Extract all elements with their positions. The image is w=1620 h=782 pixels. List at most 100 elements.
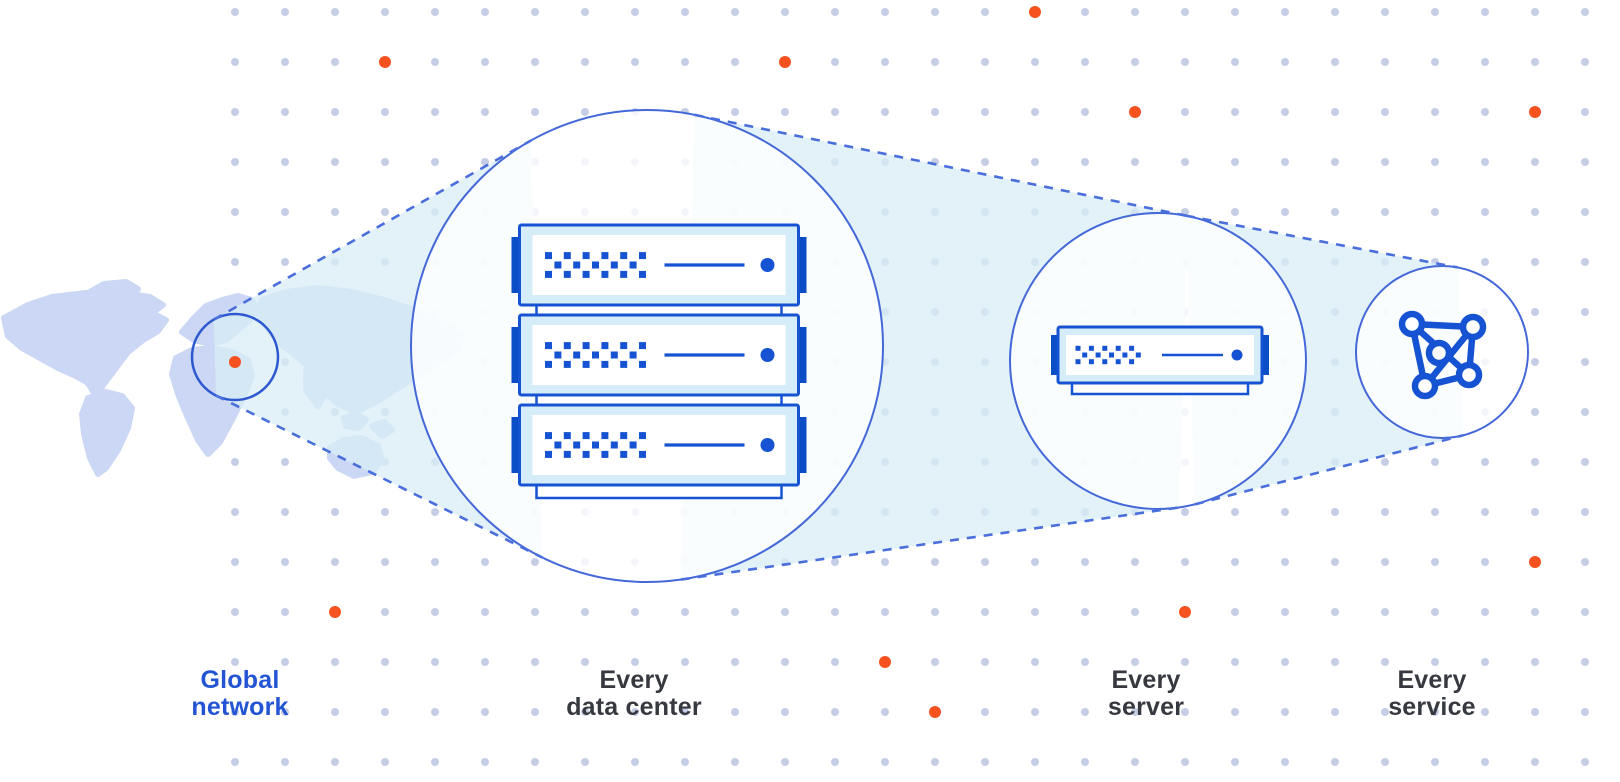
panel-pixel — [554, 441, 562, 449]
server-ear-right — [795, 237, 807, 293]
led-dot — [760, 438, 775, 452]
grid-dot — [1431, 158, 1439, 166]
grid-dot — [231, 708, 239, 716]
grid-dot — [1431, 108, 1439, 116]
grid-dot — [1131, 608, 1139, 616]
orange-dot — [379, 56, 391, 68]
grid-dot — [1231, 558, 1239, 566]
grid-dot — [731, 658, 739, 666]
grid-dot — [1081, 708, 1089, 716]
server-front-panel — [1066, 335, 1254, 375]
grid-dot — [981, 558, 989, 566]
panel-pixel — [545, 270, 552, 278]
orange-dot — [1529, 556, 1541, 568]
orange-dot — [1129, 106, 1141, 118]
label-line: network — [191, 693, 289, 721]
grid-dot — [381, 508, 389, 516]
panel-pixel — [545, 360, 552, 368]
grid-dot — [1181, 558, 1189, 566]
grid-dot — [1181, 508, 1189, 516]
panel-pixel — [601, 360, 609, 368]
grid-dot — [481, 758, 489, 766]
grid-dot — [281, 158, 289, 166]
beam-dashed-line — [1194, 434, 1464, 506]
grid-dot — [1231, 208, 1239, 216]
grid-dot — [1581, 158, 1589, 166]
grid-dot — [1531, 58, 1539, 66]
grid-dot — [531, 108, 539, 116]
grid-dot — [831, 708, 839, 716]
grid-dot — [1381, 508, 1389, 516]
grid-dot — [281, 658, 289, 666]
grid-dot — [1031, 58, 1039, 66]
grid-dot — [431, 608, 439, 616]
grid-dot — [631, 758, 639, 766]
panel-pixel — [545, 450, 552, 458]
grid-dot — [231, 608, 239, 616]
grid-dot — [381, 108, 389, 116]
server-ear-left — [511, 327, 523, 383]
panel-pixel — [620, 270, 628, 278]
grid-dot — [1331, 208, 1339, 216]
grid-dot — [1231, 58, 1239, 66]
grid-dot — [1581, 208, 1589, 216]
server-ear-left — [1051, 335, 1061, 375]
grid-dot — [1581, 408, 1589, 416]
grid-dot — [1281, 608, 1289, 616]
panel-pixel — [601, 432, 609, 440]
grid-dot — [681, 58, 689, 66]
grid-dot — [1131, 708, 1139, 716]
grid-dot — [1331, 758, 1339, 766]
panel-pixel — [620, 432, 628, 440]
grid-dot — [1181, 708, 1189, 716]
grid-dot — [831, 558, 839, 566]
grid-dot — [881, 608, 889, 616]
grid-dot — [381, 758, 389, 766]
panel-pixel — [1095, 352, 1101, 358]
grid-dot — [681, 8, 689, 16]
panel-pixel — [1102, 359, 1108, 365]
grid-dot — [381, 608, 389, 616]
grid-dot — [1531, 708, 1539, 716]
grid-dot — [1181, 158, 1189, 166]
grid-dot — [381, 708, 389, 716]
grid-dot — [1331, 658, 1339, 666]
led-dot — [760, 348, 775, 362]
grid-dot — [431, 658, 439, 666]
grid-dot — [1081, 758, 1089, 766]
grid-dot — [1581, 558, 1589, 566]
grid-dot — [1231, 658, 1239, 666]
orange-dot — [329, 606, 341, 618]
grid-dot — [1331, 108, 1339, 116]
server-front-panel — [532, 415, 786, 475]
grid-dot — [381, 158, 389, 166]
grid-dot — [1331, 508, 1339, 516]
grid-dot — [831, 58, 839, 66]
panel-pixel — [563, 270, 571, 278]
panel-pixel — [563, 432, 571, 440]
grid-dot — [231, 258, 239, 266]
panel-pixel — [1102, 345, 1108, 351]
grid-dot — [981, 58, 989, 66]
grid-dot — [1431, 758, 1439, 766]
server-ear-right — [1259, 335, 1269, 375]
panel-pixel — [610, 441, 618, 449]
panel-pixel — [639, 450, 646, 458]
grid-dot — [331, 108, 339, 116]
grid-dot — [731, 708, 739, 716]
globe-circle — [190, 312, 280, 402]
server-ear-right — [795, 417, 807, 473]
grid-dot — [1531, 508, 1539, 516]
grid-dot — [231, 508, 239, 516]
panel-pixel — [582, 360, 590, 368]
grid-dot — [1081, 108, 1089, 116]
grid-dot — [1431, 208, 1439, 216]
grid-dot — [581, 8, 589, 16]
grid-dot — [1581, 358, 1589, 366]
grid-dot — [1281, 508, 1289, 516]
grid-dot — [781, 758, 789, 766]
grid-dot — [1031, 708, 1039, 716]
grid-dot — [731, 758, 739, 766]
grid-dot — [981, 608, 989, 616]
grid-dot — [1031, 658, 1039, 666]
